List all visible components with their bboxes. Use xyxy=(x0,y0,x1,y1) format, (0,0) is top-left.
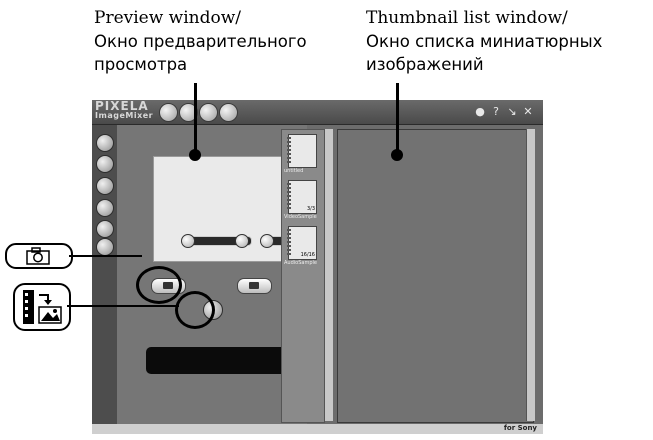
album-thumbnail[interactable]: 16/16 xyxy=(287,226,317,260)
tools-icon[interactable] xyxy=(96,199,114,217)
thumbnail-window-caption: Thumbnail list window/ Окно списка миниа… xyxy=(366,7,602,76)
camera-button-highlight xyxy=(136,266,182,304)
question-icon[interactable]: ? xyxy=(493,105,499,118)
minimize-icon[interactable]: ↘ xyxy=(507,105,517,118)
caption-ru-2: изображений xyxy=(366,55,484,74)
capture-icon[interactable] xyxy=(96,134,114,152)
trash-icon[interactable] xyxy=(96,155,114,173)
close-icon[interactable]: ✕ xyxy=(523,105,533,118)
spiral-binding xyxy=(287,229,291,257)
film-callout xyxy=(13,283,71,331)
video-capture-button[interactable] xyxy=(237,278,272,294)
brand-label: for Sony xyxy=(503,424,537,432)
album-count: 3/3 xyxy=(306,206,315,212)
thumbnail-list-window xyxy=(337,129,534,423)
camera-callout xyxy=(5,243,73,269)
preview-window xyxy=(153,156,298,262)
slider-knob[interactable] xyxy=(181,234,195,248)
video-icon[interactable] xyxy=(96,220,114,238)
caption-en: Thumbnail list window/ xyxy=(366,8,568,28)
thumbnail-marker-dot xyxy=(391,149,403,161)
status-bar: for Sony xyxy=(92,424,543,434)
print-icon[interactable] xyxy=(96,238,114,256)
app-logo: PIXELA ImageMixer xyxy=(95,99,154,121)
disk-icon[interactable] xyxy=(199,103,218,122)
logo-bottom: ImageMixer xyxy=(95,111,154,120)
globe-icon[interactable] xyxy=(219,103,238,122)
video-camera-icon xyxy=(249,282,259,289)
film-callout-line xyxy=(67,305,179,307)
logo-top: PIXELA xyxy=(95,99,149,113)
album-thumbnail[interactable] xyxy=(287,134,317,168)
help-icon[interactable]: ● xyxy=(475,105,485,118)
left-toolbar xyxy=(92,125,117,434)
film-to-image-icon xyxy=(23,290,62,324)
thumbnail-scrollbar[interactable] xyxy=(526,129,535,421)
caption-ru-2: просмотра xyxy=(94,55,188,74)
album-list: untitled 3/3 VideoSample 16/16 AudioSamp… xyxy=(281,129,325,423)
preview-leader-line xyxy=(194,83,197,155)
slider-knob[interactable] xyxy=(235,234,249,248)
film-button-highlight xyxy=(175,291,215,329)
thumbnail-leader-line xyxy=(396,83,399,155)
caption-ru-1: Окно списка миниатюрных xyxy=(366,32,603,51)
preview-marker-dot xyxy=(189,149,201,161)
disc-icon[interactable] xyxy=(96,177,114,195)
import-icon[interactable] xyxy=(159,103,178,122)
spiral-binding xyxy=(287,183,291,211)
album-label: VideoSample xyxy=(284,214,317,220)
title-bar: PIXELA ImageMixer ● ? ↘ ✕ xyxy=(92,100,543,125)
caption-ru-1: Окно предварительного xyxy=(94,32,307,51)
album-label: AudioSample xyxy=(284,260,317,266)
album-count: 16/16 xyxy=(300,252,315,258)
album-thumbnail[interactable]: 3/3 xyxy=(287,180,317,214)
camera-icon xyxy=(26,247,50,265)
application-window: PIXELA ImageMixer ● ? ↘ ✕ xyxy=(92,100,543,434)
print-icon[interactable] xyxy=(179,103,198,122)
album-label: untitled xyxy=(284,168,304,174)
camera-callout-line xyxy=(69,255,142,257)
capture-status-area xyxy=(146,347,301,374)
brightness-slider[interactable] xyxy=(181,234,252,248)
spiral-binding xyxy=(287,137,291,165)
caption-en: Preview window/ xyxy=(94,8,242,28)
slider-knob[interactable] xyxy=(260,234,274,248)
album-scrollbar[interactable] xyxy=(324,129,333,421)
preview-window-caption: Preview window/ Окно предварительного пр… xyxy=(94,7,307,76)
